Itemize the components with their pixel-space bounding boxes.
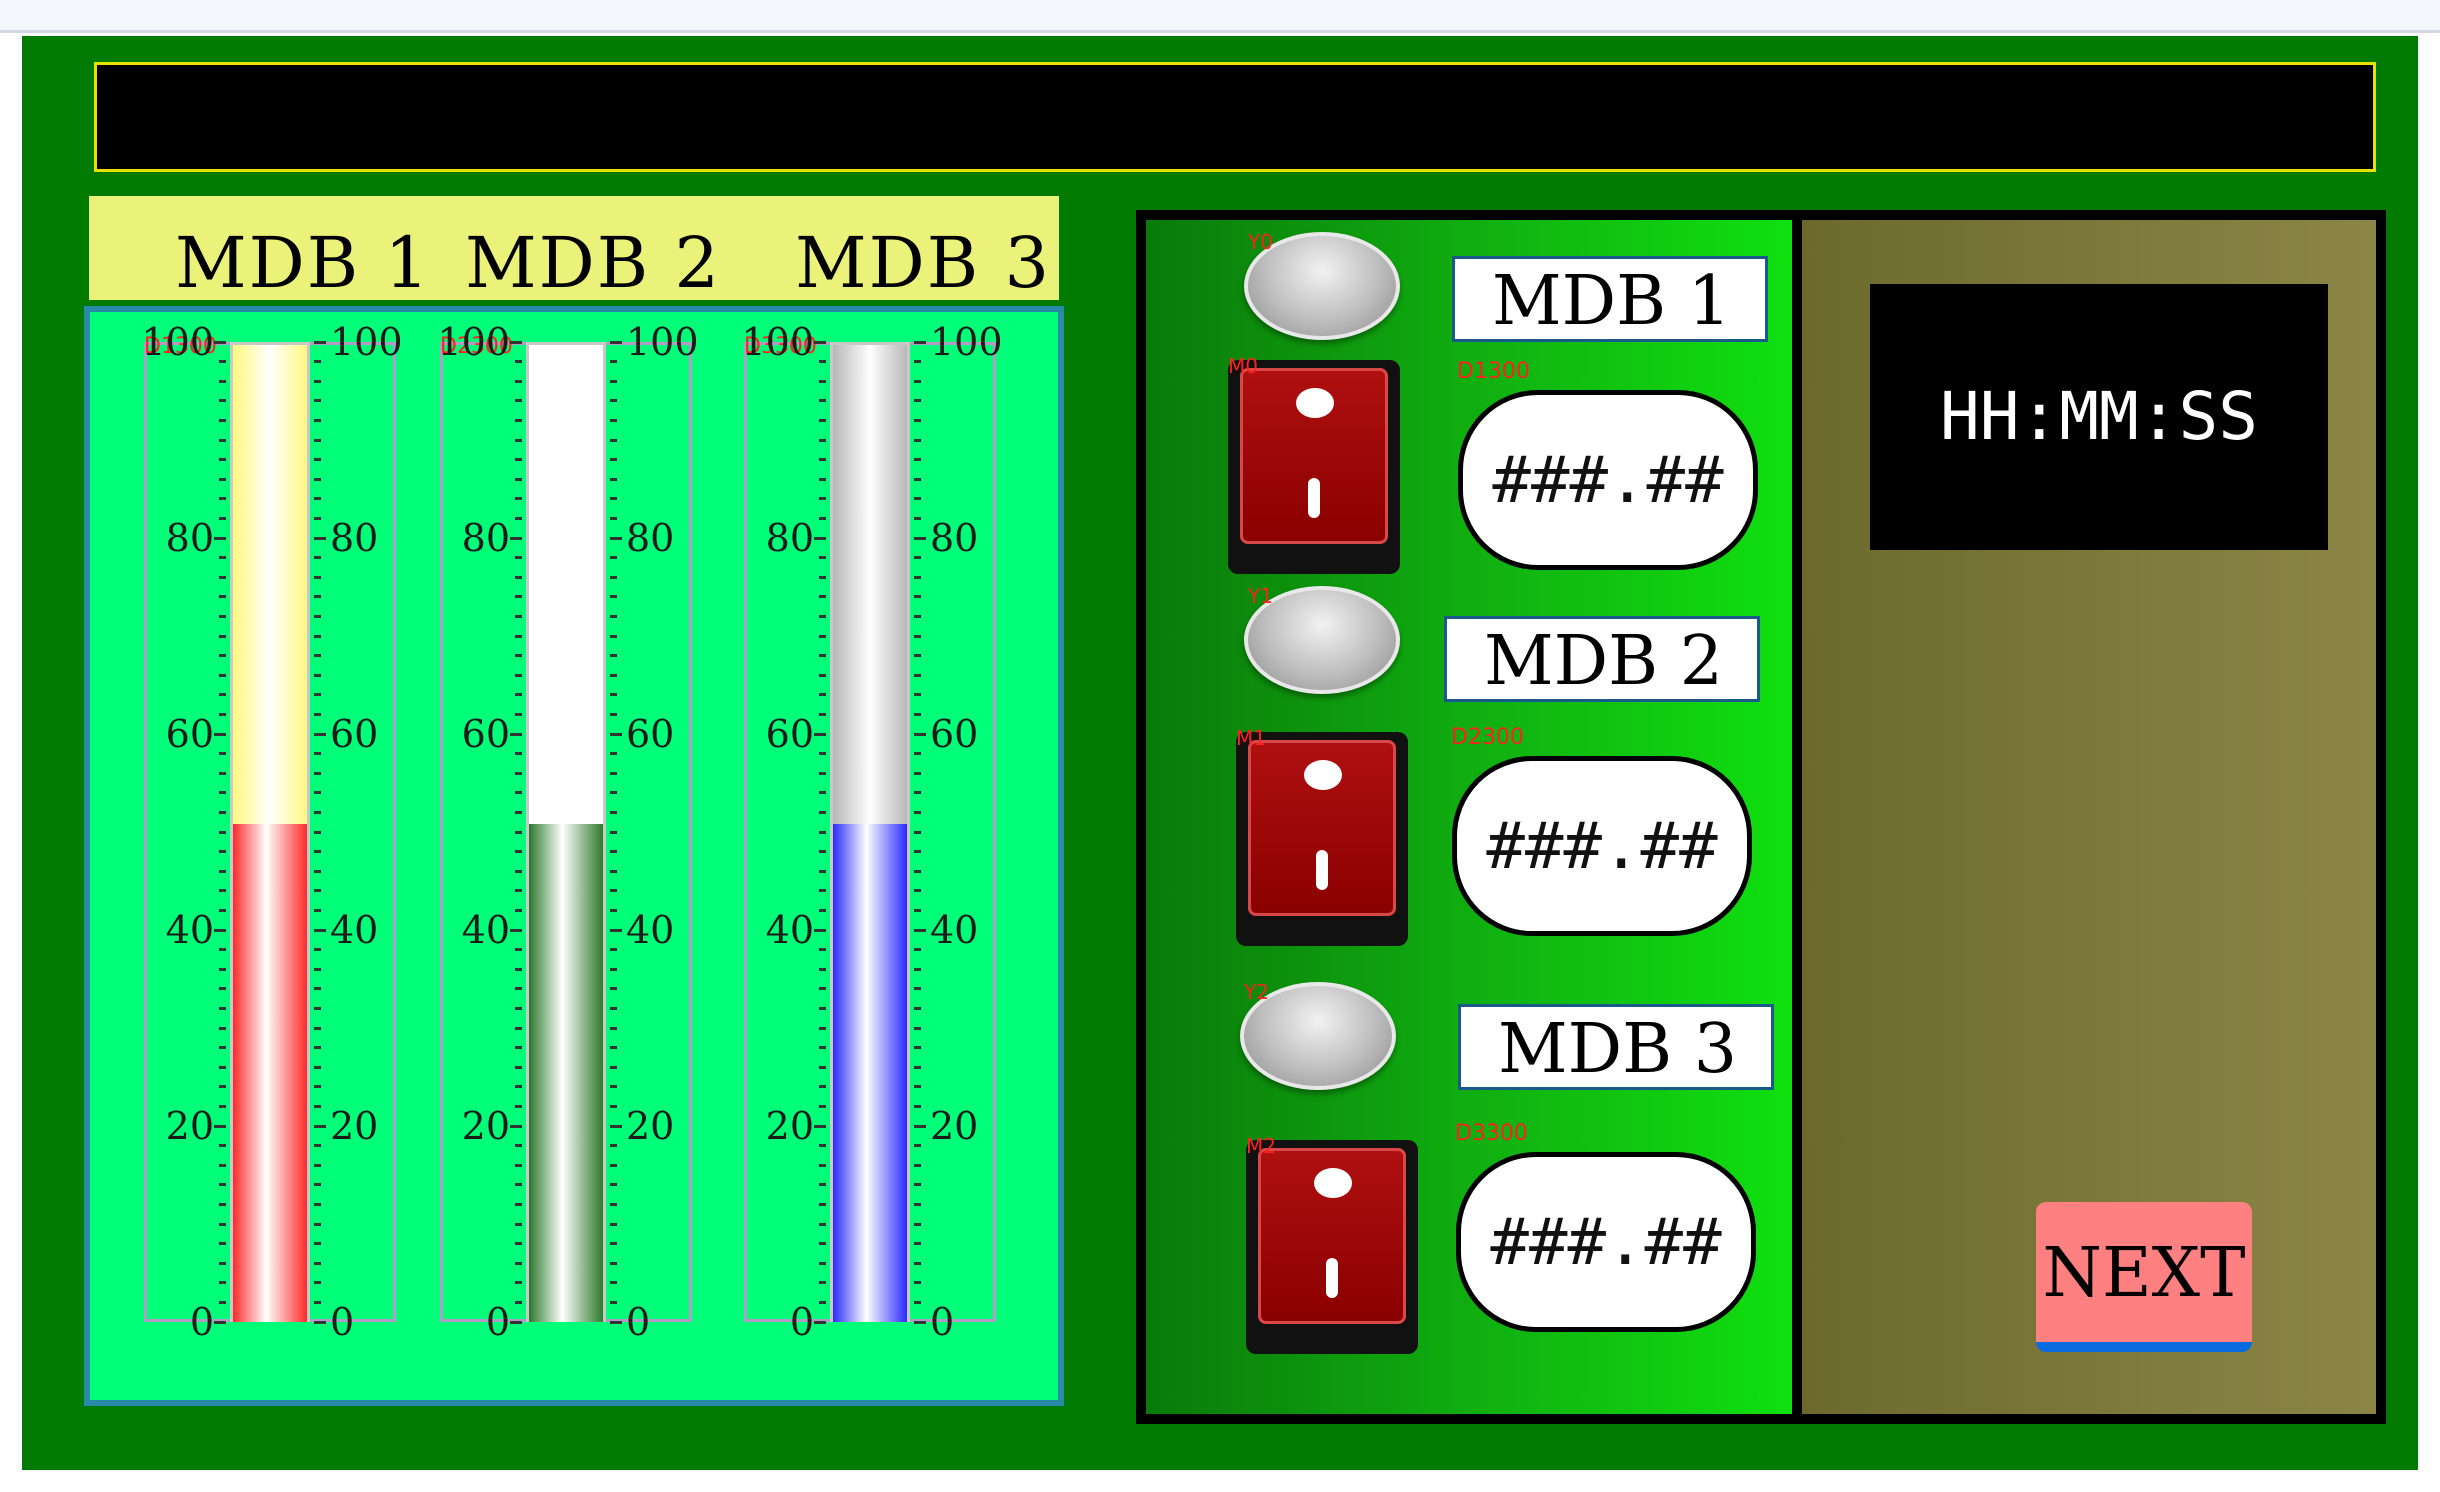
scale-label-right: 100 <box>330 320 403 364</box>
scale-label-left: 80 <box>765 516 814 560</box>
scale-label-right: 0 <box>930 1300 955 1344</box>
indicator-lamp-y2: Y2 <box>1240 980 1396 1090</box>
clock-display: HH:MM:SS <box>1870 284 2328 550</box>
value-text: ###.## <box>1492 444 1724 518</box>
header-label-mdb1: MDB 1 <box>175 222 432 304</box>
scale-label-right: 80 <box>626 516 675 560</box>
scale-label-right: 40 <box>930 908 979 952</box>
switch-m1[interactable]: M1 <box>1236 726 1408 946</box>
indicator-lamp-y1: Y1 <box>1244 584 1400 694</box>
scale-label-left: 60 <box>461 712 510 756</box>
scale-label-right: 40 <box>626 908 675 952</box>
gauge-fill <box>529 823 603 1322</box>
scale-label-right: 60 <box>626 712 675 756</box>
gauge-tag: D3300 <box>744 334 817 359</box>
gauge-header-strip: MDB 1 MDB 2 MDB 3 <box>89 196 1059 304</box>
scale-label-left: 20 <box>165 1104 214 1148</box>
scale-label-left: 40 <box>765 908 814 952</box>
scale-label-left: 20 <box>765 1104 814 1148</box>
scale-label-left: 60 <box>765 712 814 756</box>
gauge-tube <box>230 342 310 1322</box>
scale-label-right: 80 <box>330 516 379 560</box>
scale-label-right: 20 <box>330 1104 379 1148</box>
window-top-strip <box>0 0 2440 33</box>
gauge-scale-left <box>510 340 522 1324</box>
gauge-mdb2: D2300 100 100 80 80 60 60 40 40 20 20 0 0 <box>437 323 698 1341</box>
gauge-scale-right <box>314 340 326 1324</box>
scale-label-left: 0 <box>485 1300 510 1344</box>
header-label-mdb3: MDB 3 <box>795 222 1052 304</box>
scale-label-left: 100 <box>141 320 214 364</box>
lamp-tag: Y2 <box>1244 980 1269 1004</box>
value-display-mdb2: D2300 ###.## <box>1451 727 1752 936</box>
gauge-scale-left <box>214 340 226 1324</box>
scale-label-right: 0 <box>330 1300 355 1344</box>
scale-label-right: 80 <box>930 516 979 560</box>
scale-label-right: 100 <box>626 320 699 364</box>
gauge-tag: D2300 <box>440 334 513 359</box>
scale-label-left: 0 <box>189 1300 214 1344</box>
lamp-tag: Y0 <box>1248 230 1273 254</box>
gauge-fill <box>233 823 307 1322</box>
value-tag: D1300 <box>1457 359 1530 384</box>
value-text: ###.## <box>1490 1206 1722 1280</box>
gauge-tag: D1300 <box>144 334 217 359</box>
scale-label-left: 40 <box>461 908 510 952</box>
scale-label-right: 60 <box>330 712 379 756</box>
scale-label-right: 0 <box>626 1300 651 1344</box>
scale-label-left: 100 <box>741 320 814 364</box>
gauge-tube <box>526 342 606 1322</box>
value-tag: D2300 <box>1451 725 1524 750</box>
value-tag: D3300 <box>1455 1121 1528 1146</box>
next-button[interactable]: NEXT <box>2036 1202 2252 1352</box>
gauge-panel: D1300 100 100 80 80 60 60 40 40 20 20 0 0 D2300 100… <box>84 306 1064 1406</box>
gauge-fill <box>833 823 907 1322</box>
switch-tag: M1 <box>1236 726 1266 750</box>
lamp-tag: Y1 <box>1248 584 1273 608</box>
switch-tag: M2 <box>1246 1134 1276 1158</box>
name-box-mdb3: MDB 3 <box>1458 1004 1774 1090</box>
scale-label-right: 20 <box>930 1104 979 1148</box>
gauge-scale-right <box>914 340 926 1324</box>
scale-label-right: 20 <box>626 1104 675 1148</box>
switch-m0[interactable]: M0 <box>1228 354 1400 574</box>
gauge-scale-left <box>814 340 826 1324</box>
scale-label-right: 60 <box>930 712 979 756</box>
scale-label-left: 80 <box>461 516 510 560</box>
scale-label-left: 80 <box>165 516 214 560</box>
name-box-mdb1: MDB 1 <box>1452 256 1768 342</box>
scale-label-left: 20 <box>461 1104 510 1148</box>
value-display-mdb3: D3300 ###.## <box>1455 1123 1756 1332</box>
gauge-tube <box>830 342 910 1322</box>
switch-m2[interactable]: M2 <box>1246 1134 1418 1354</box>
value-display-mdb1: D1300 ###.## <box>1457 361 1758 570</box>
scale-label-right: 40 <box>330 908 379 952</box>
gauge-mdb3: D3300 100 100 80 80 60 60 40 40 20 20 0 0 <box>741 323 1002 1341</box>
header-label-mdb2: MDB 2 <box>465 222 722 304</box>
gauge-mdb1: D1300 100 100 80 80 60 60 40 40 20 20 0 0 <box>141 323 402 1341</box>
scale-label-left: 40 <box>165 908 214 952</box>
gauge-scale-right <box>610 340 622 1324</box>
scale-label-left: 100 <box>437 320 510 364</box>
scale-label-right: 100 <box>930 320 1003 364</box>
switch-tag: M0 <box>1228 354 1258 378</box>
scale-label-left: 0 <box>789 1300 814 1344</box>
value-text: ###.## <box>1486 810 1718 884</box>
scale-label-left: 60 <box>165 712 214 756</box>
alarm-banner <box>94 62 2376 172</box>
indicator-lamp-y0: Y0 <box>1244 230 1400 340</box>
name-box-mdb2: MDB 2 <box>1444 616 1760 702</box>
